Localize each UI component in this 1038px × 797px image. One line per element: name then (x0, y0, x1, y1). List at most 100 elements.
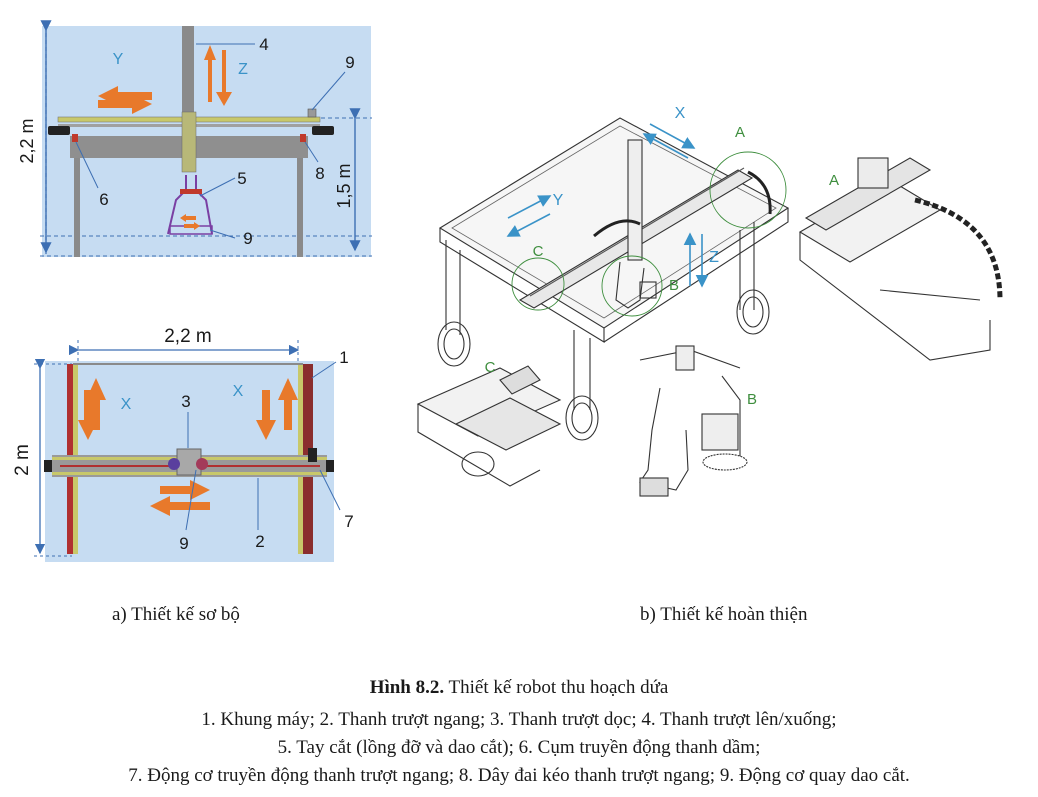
leg (445, 240, 461, 335)
detail-c-wheel (461, 451, 495, 477)
axis-y-label: Y (113, 51, 124, 68)
vertical-column (627, 139, 643, 261)
detail-circle-c-label: C (533, 243, 544, 260)
wheel (437, 321, 471, 367)
wheel-inner (742, 296, 764, 328)
figure-legend-line-1: 1. Khung máy; 2. Thanh trượt ngang; 3. T… (201, 709, 837, 730)
callout-leader (319, 469, 341, 511)
callout-leader (75, 141, 99, 189)
cutter-rotation-arrow (184, 222, 200, 230)
cutter-mount (180, 189, 202, 194)
callout-7: 7 (344, 512, 353, 531)
cutter-motor (307, 108, 317, 118)
detail-c-label: C (485, 359, 496, 376)
callout-2: 2 (255, 532, 264, 551)
callout-9: 9 (345, 53, 354, 72)
end-wheel (326, 460, 334, 472)
frame-edge (603, 208, 789, 343)
detail-a-roller (879, 289, 981, 301)
height-dimension-label: 2,2 m (17, 118, 37, 163)
axis-y-arrow (507, 195, 552, 219)
detail-b-arm (639, 387, 689, 491)
detail-b-label: B (747, 391, 757, 408)
cutter-head (615, 261, 645, 309)
side-view-panel: 2,2 m 1,5 m Y Z 4 9 6 8 5 9 (17, 20, 372, 257)
vertical-column (182, 26, 194, 136)
callout-leader (311, 71, 346, 111)
wheel-inner (443, 328, 465, 360)
callout-9: 9 (243, 229, 252, 248)
wheel-inner (571, 402, 593, 434)
callout-5: 5 (237, 169, 246, 188)
frame-edge (439, 228, 605, 343)
z-direction-arrow-down (216, 50, 232, 106)
callout-leader (199, 177, 236, 197)
drive-unit (72, 134, 78, 142)
side-height-dimension-label: 1,5 m (334, 163, 354, 208)
callout-4: 4 (259, 35, 268, 54)
isometric-panel (416, 117, 1003, 497)
cutter-motor (196, 458, 208, 470)
top-view-panel: 2,2 m 2 m X X 1 3 7 2 9 (12, 326, 354, 562)
detail-a-label: A (829, 172, 839, 189)
detail-c-guide (499, 365, 541, 395)
cable-chain (593, 219, 641, 238)
drive-wheel (312, 126, 334, 135)
cutter-rotation-arrow (180, 214, 196, 222)
callout-leader (209, 229, 236, 239)
axis-x-label-right: X (233, 383, 244, 400)
subcaption-a: a) Thiết kế sơ bộ (112, 604, 240, 625)
callout-3: 3 (181, 392, 190, 411)
figure-title: Hình 8.2. Thiết kế robot thu hoạch dứa (0, 677, 1038, 699)
y-direction-arrow-right (98, 94, 152, 114)
detail-a-motor (857, 157, 889, 189)
height-dimension-label: 2 m (12, 444, 33, 476)
frame-leg (297, 145, 303, 257)
axis-x-arrow (649, 123, 696, 149)
x-direction-arrow-down (256, 390, 276, 440)
callout-1: 1 (339, 348, 348, 367)
figure-title-text: Thiết kế robot thu hoạch dứa (444, 677, 669, 698)
z-direction-arrow-up (204, 45, 216, 102)
callout-leader (304, 141, 319, 163)
axis-z-label: Z (709, 249, 719, 266)
detail-b-cage (701, 413, 739, 451)
wheel (565, 395, 599, 441)
detail-circle-a-label: A (735, 124, 745, 141)
axis-x-arrow (642, 133, 689, 159)
detail-b-arm (721, 375, 741, 456)
subcaption-b: b) Thiết kế hoàn thiện (640, 604, 808, 625)
callout-8: 8 (315, 164, 324, 183)
x-direction-arrow-down (78, 390, 98, 440)
detail-a-body (799, 232, 991, 361)
cutter-motor (168, 458, 180, 470)
callout-9: 9 (179, 534, 188, 553)
traverse-motor (308, 448, 317, 462)
leg (573, 330, 591, 410)
detail-b-motor (675, 345, 695, 371)
end-wheel (44, 460, 52, 472)
width-dimension-label: 2,2 m (164, 326, 212, 347)
figure-legend-line-2: 5. Tay cắt (lồng đỡ và dao cắt); 6. Cụm … (277, 737, 761, 758)
figure-legend-line-3: 7. Động cơ truyền động thanh trượt ngang… (128, 765, 910, 786)
x-direction-arrow-up (278, 378, 298, 430)
detail-circle-b (601, 255, 663, 317)
axis-y-label: Y (553, 192, 564, 209)
frame-leg (74, 145, 80, 257)
callout-6: 6 (99, 190, 108, 209)
detail-circle-a (709, 151, 787, 229)
axis-z-label: Z (238, 61, 248, 78)
detail-circle-c (511, 257, 565, 311)
wheel (736, 289, 770, 335)
axis-y-arrow (506, 213, 551, 237)
leg (739, 222, 755, 310)
detail-c-block (454, 397, 562, 451)
drive-unit (300, 134, 306, 142)
detail-a-chain (914, 197, 1003, 301)
detail-circle-b-label: B (669, 277, 679, 294)
axis-x-label-left: X (121, 396, 132, 413)
callout-leader (185, 469, 197, 531)
y-direction-arrow-right (160, 480, 210, 500)
vertical-slider (181, 111, 197, 173)
